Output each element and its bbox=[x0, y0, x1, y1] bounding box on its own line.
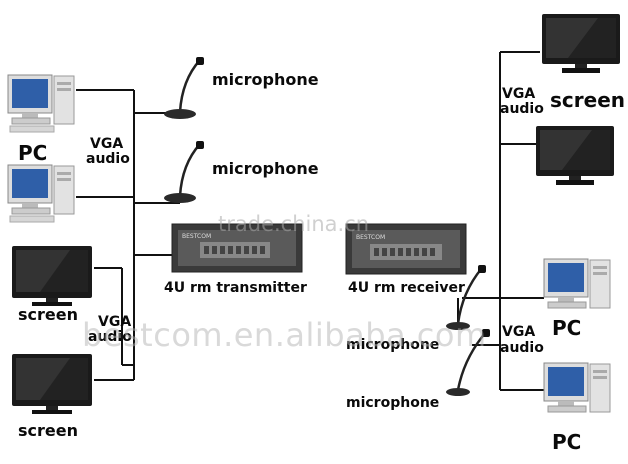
screen-left-1-label: screen bbox=[18, 305, 78, 324]
screen-right-label: screen bbox=[550, 88, 625, 112]
receiver-label: 4U rm receiver bbox=[348, 280, 465, 296]
transmitter-device: BESTCOM bbox=[171, 223, 303, 273]
microphone-icon bbox=[164, 141, 204, 203]
microphone-label-3: microphone bbox=[346, 337, 440, 353]
microphone-label-4: microphone bbox=[346, 395, 440, 411]
audio-right-bottom-label: audio bbox=[500, 340, 544, 356]
vga-right-top-label: VGA bbox=[502, 86, 536, 102]
watermark-brand: bestcom.en.alibaba.com bbox=[82, 316, 487, 354]
monitor-icon bbox=[536, 126, 614, 185]
transmitter-plate: BESTCOM bbox=[182, 233, 211, 240]
pc-right-2-label: PC bbox=[552, 430, 582, 454]
pc-left-label: PC bbox=[18, 141, 48, 165]
transmitter-label: 4U rm transmitter bbox=[164, 280, 307, 296]
vga-left-bottom-label: VGA bbox=[98, 314, 132, 330]
pc-icon bbox=[543, 362, 611, 413]
microphone-icon bbox=[446, 265, 486, 330]
monitor-icon bbox=[12, 246, 92, 306]
pc-icon bbox=[7, 74, 75, 133]
monitor-icon bbox=[12, 354, 92, 414]
audio-left-bottom-label: audio bbox=[88, 329, 132, 345]
audio-right-top-label: audio bbox=[500, 101, 544, 117]
receiver-plate: BESTCOM bbox=[356, 234, 385, 241]
monitor-icon bbox=[542, 14, 620, 73]
pc-icon bbox=[543, 258, 611, 309]
vga-right-bottom-label: VGA bbox=[502, 324, 536, 340]
microphone-icon bbox=[446, 329, 490, 396]
watermark-site: trade.china.cn bbox=[218, 212, 370, 236]
screen-left-2-label: screen bbox=[18, 421, 78, 440]
microphone-label-1: microphone bbox=[212, 70, 319, 89]
pc-icon bbox=[7, 164, 75, 223]
pc-right-1-label: PC bbox=[552, 316, 582, 340]
vga-left-top-label: VGA bbox=[90, 136, 124, 152]
audio-left-top-label: audio bbox=[86, 151, 130, 167]
microphone-label-2: microphone bbox=[212, 159, 319, 178]
receiver-device: BESTCOM bbox=[345, 223, 467, 275]
microphone-icon bbox=[164, 57, 204, 119]
